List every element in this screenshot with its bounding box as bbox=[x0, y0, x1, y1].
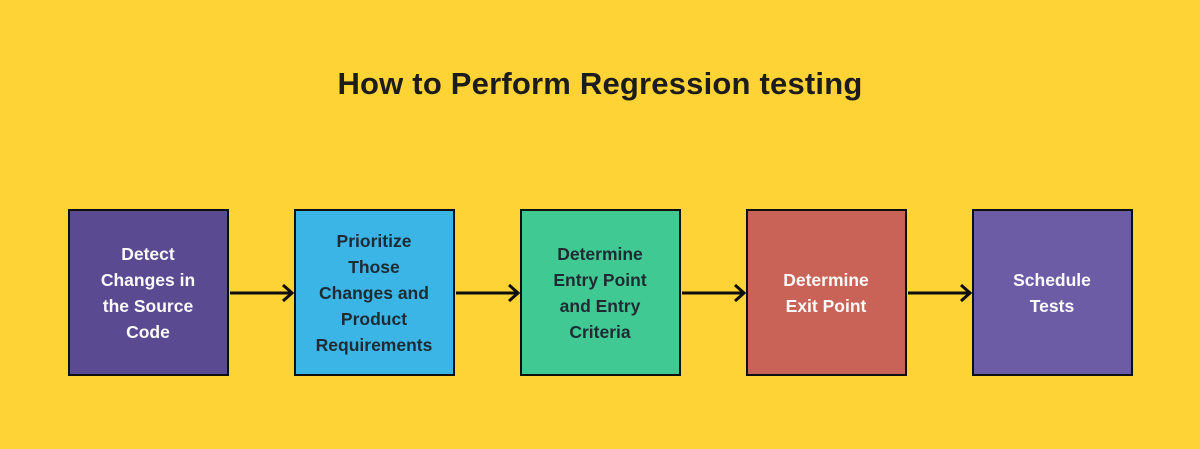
page-title: How to Perform Regression testing bbox=[337, 66, 863, 101]
step-label: Determine Exit Point bbox=[783, 269, 869, 316]
arrow-right-icon bbox=[455, 283, 520, 302]
arrow-right-icon bbox=[229, 283, 294, 302]
step-box-schedule-tests: Schedule Tests bbox=[971, 209, 1133, 376]
flow-arrow-1 bbox=[229, 209, 294, 376]
step-label: Determine Entry Point and Entry Criteria bbox=[553, 243, 647, 342]
step-label: Detect Changes in the Source Code bbox=[100, 243, 196, 342]
step-box-detect-changes: Detect Changes in the Source Code bbox=[67, 209, 229, 376]
step-box-prioritize-changes: Prioritize Those Changes and Product Req… bbox=[293, 209, 455, 376]
step-box-entry-point: Determine Entry Point and Entry Criteria bbox=[519, 209, 681, 376]
flow-arrow-2 bbox=[455, 209, 520, 376]
step-label: Schedule Tests bbox=[1013, 269, 1091, 316]
flow-arrow-3 bbox=[681, 209, 746, 376]
flow-arrow-4 bbox=[907, 209, 972, 376]
flow-row: Detect Changes in the Source Code Priori… bbox=[0, 209, 1200, 376]
arrow-right-icon bbox=[907, 283, 972, 302]
arrow-right-icon bbox=[681, 283, 746, 302]
step-label: Prioritize Those Changes and Product Req… bbox=[315, 230, 433, 355]
step-box-exit-point: Determine Exit Point bbox=[745, 209, 907, 376]
